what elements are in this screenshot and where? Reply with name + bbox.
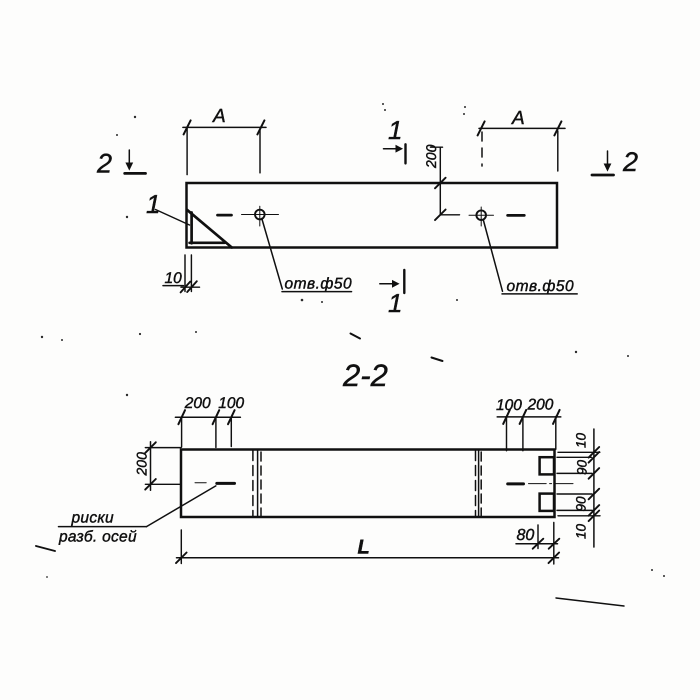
svg-text:10: 10	[574, 432, 589, 448]
svg-text:100: 100	[218, 395, 244, 412]
svg-text:200: 200	[423, 144, 439, 169]
svg-text:2: 2	[96, 149, 112, 179]
svg-text:200: 200	[184, 395, 211, 412]
svg-text:200: 200	[527, 397, 554, 414]
svg-text:A: A	[212, 106, 226, 127]
svg-text:200: 200	[134, 452, 150, 477]
svg-text:отв.ф50: отв.ф50	[507, 278, 575, 295]
svg-text:2-2: 2-2	[342, 358, 388, 393]
svg-text:100: 100	[496, 397, 522, 414]
svg-text:1: 1	[388, 115, 402, 145]
svg-text:1: 1	[388, 288, 402, 318]
svg-text:отв.ф50: отв.ф50	[285, 276, 353, 293]
svg-text:L: L	[358, 537, 370, 559]
svg-text:10: 10	[574, 523, 589, 539]
svg-text:1: 1	[146, 189, 160, 219]
svg-text:10: 10	[165, 270, 183, 287]
svg-text:90: 90	[575, 459, 590, 475]
svg-text:разб. осей: разб. осей	[58, 529, 137, 546]
svg-text:A: A	[511, 108, 525, 129]
svg-text:2: 2	[622, 147, 638, 177]
svg-text:90: 90	[574, 496, 589, 512]
svg-text:риски: риски	[71, 510, 115, 527]
svg-text:80: 80	[517, 527, 535, 544]
